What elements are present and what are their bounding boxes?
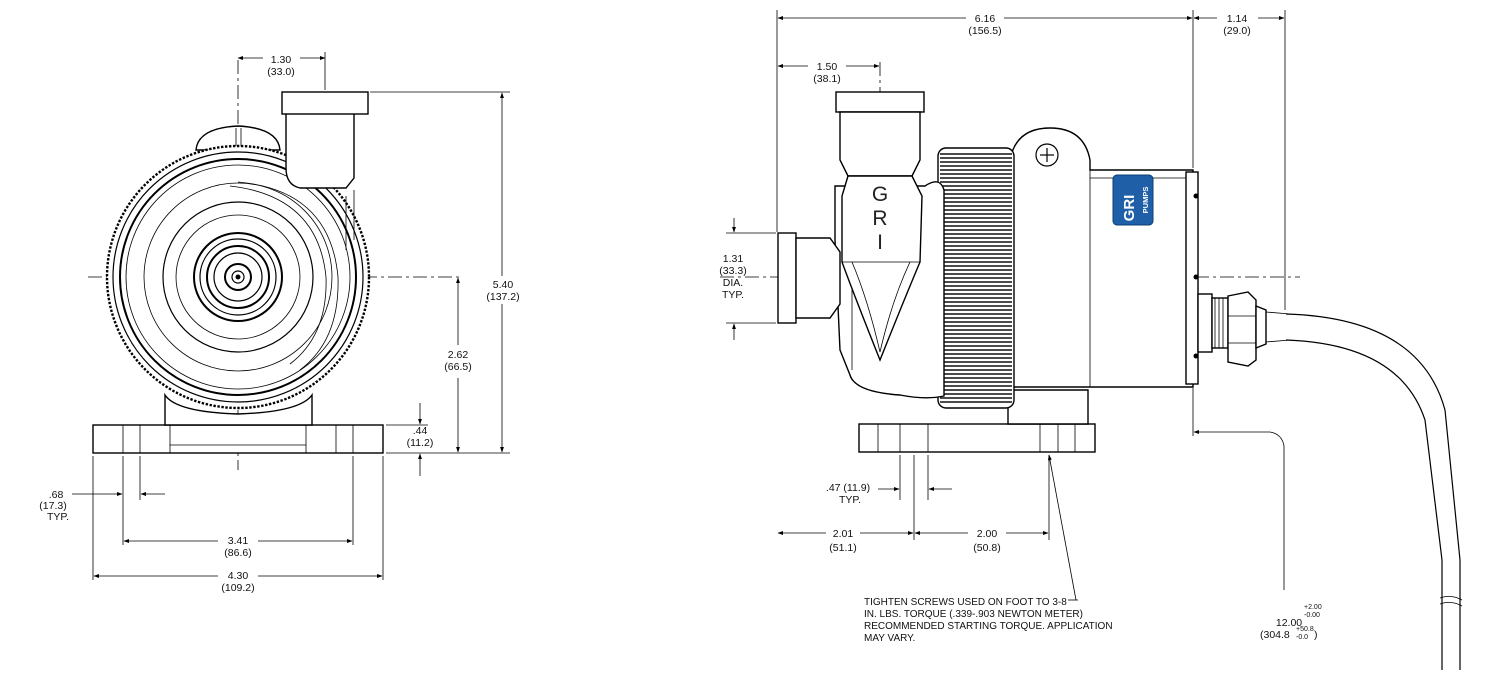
dim-inlet-dia-metric: (33.3) (719, 265, 746, 277)
dim-front-to-hole-metric: (51.1) (829, 542, 856, 554)
note-leader (1047, 454, 1077, 601)
dim-inlet-offset-metric: (33.0) (267, 66, 294, 78)
inlet-port (795, 237, 841, 319)
brand-letter-r: R (872, 207, 887, 230)
dim-hole-to-hole-metric: (50.8) (973, 542, 1000, 554)
dim-cable-length-mtol-up: +50.8 (1296, 626, 1314, 633)
dim-overall-height-metric: (137.2) (486, 291, 519, 303)
side-stand (1007, 389, 1089, 425)
dim-hole-to-hole-value: 2.00 (977, 528, 998, 540)
gri-logo-badge (1112, 174, 1154, 226)
outlet-port (839, 111, 921, 177)
dim-slot-side-suffix: TYP. (839, 494, 861, 506)
dim-front-to-hole-value: 2.01 (833, 528, 854, 540)
inlet-port-cap (777, 232, 797, 324)
dim-hole-spacing-value: 3.41 (228, 535, 249, 547)
dim-foot-width-metric: (109.2) (221, 582, 254, 594)
dim-cable-length-close: ) (1314, 629, 1318, 641)
dim-outlet-offset-metric: (38.1) (813, 73, 840, 85)
gland-thread (1211, 297, 1229, 349)
side-mounting-foot (858, 423, 1096, 453)
dim-cable-length-metric: (304.8 (1260, 629, 1290, 641)
gland-base (1197, 293, 1213, 353)
outlet-nozzle-cap (281, 91, 369, 115)
collar-ribs (940, 153, 1012, 403)
dim-cable-gland-value: 1.14 (1227, 13, 1248, 25)
dim-overall-length-value: 6.16 (975, 13, 996, 25)
dim-foot-thickness-value: .44 (413, 425, 428, 437)
mounting-foot (92, 424, 384, 454)
gland-nut (1227, 291, 1257, 367)
dim-overall-height-value: 5.40 (493, 279, 514, 291)
dim-cable-length-value: 12.00 (1276, 617, 1302, 629)
front-view: 1.30 (33.0) 5.40 (137.2) 2.62 (66.5) .44… (39, 52, 520, 594)
torque-note-line-1: TIGHTEN SCREWS USED ON FOOT TO 3-8 (864, 597, 1067, 608)
dim-outlet-offset-value: 1.50 (817, 61, 838, 73)
dim-cable-length-mtol-dn: -0.0 (1296, 634, 1308, 641)
top-clip (195, 125, 281, 151)
dim-cable-gland-metric: (29.0) (1223, 25, 1250, 37)
dim-slot-suffix: TYP. (47, 511, 69, 523)
dim-cable-length-tol-up: +2.00 (1304, 604, 1322, 611)
torque-note-line-4: MAY VARY. (864, 633, 915, 644)
gri-logo-subtext: PUMPS (1141, 187, 1150, 214)
dim-cable-length-tol-dn: -0.00 (1304, 612, 1320, 619)
dim-inlet-dia-value: 1.31 (723, 253, 744, 265)
outlet-port-cap (835, 91, 925, 113)
dim-slot-metric: (17.3) (39, 500, 66, 512)
torque-note-line-3: RECOMMENDED STARTING TORQUE. APPLICATION (864, 621, 1113, 632)
dim-inlet-dia-l3: DIA. (723, 277, 743, 289)
brand-letter-g: G (872, 183, 888, 206)
impeller-hub (193, 232, 283, 322)
dim-inlet-dia-l4: TYP. (722, 289, 744, 301)
power-cable (1285, 313, 1461, 670)
volute-casing (119, 158, 357, 396)
housing-screw (1035, 143, 1059, 167)
motor-housing (1009, 127, 1194, 388)
dim-hole-spacing-metric: (86.6) (224, 547, 251, 559)
side-view: GRI PUMPS G R I (719, 10, 1463, 670)
dim-center-height-metric: (66.5) (444, 361, 471, 373)
dim-center-height-value: 2.62 (448, 349, 469, 361)
tapered-nozzle (841, 175, 923, 362)
dim-foot-width-value: 4.30 (228, 570, 249, 582)
dim-overall-length-metric: (156.5) (968, 25, 1001, 37)
knurled-ring-inner (112, 151, 364, 403)
dim-slot-value: .68 (49, 489, 64, 501)
dim-foot-thickness-metric: (11.2) (407, 437, 434, 449)
torque-note-line-2: IN. LBS. TORQUE (.339-.903 NEWTON METER) (864, 609, 1083, 620)
body-stand (164, 392, 313, 426)
dim-slot-side-value: .47 (11.9) (826, 482, 870, 494)
gri-logo-text: GRI (1121, 195, 1138, 222)
dim-inlet-offset-value: 1.30 (271, 54, 292, 66)
outlet-nozzle (285, 111, 355, 189)
brand-letter-i: I (877, 231, 883, 254)
